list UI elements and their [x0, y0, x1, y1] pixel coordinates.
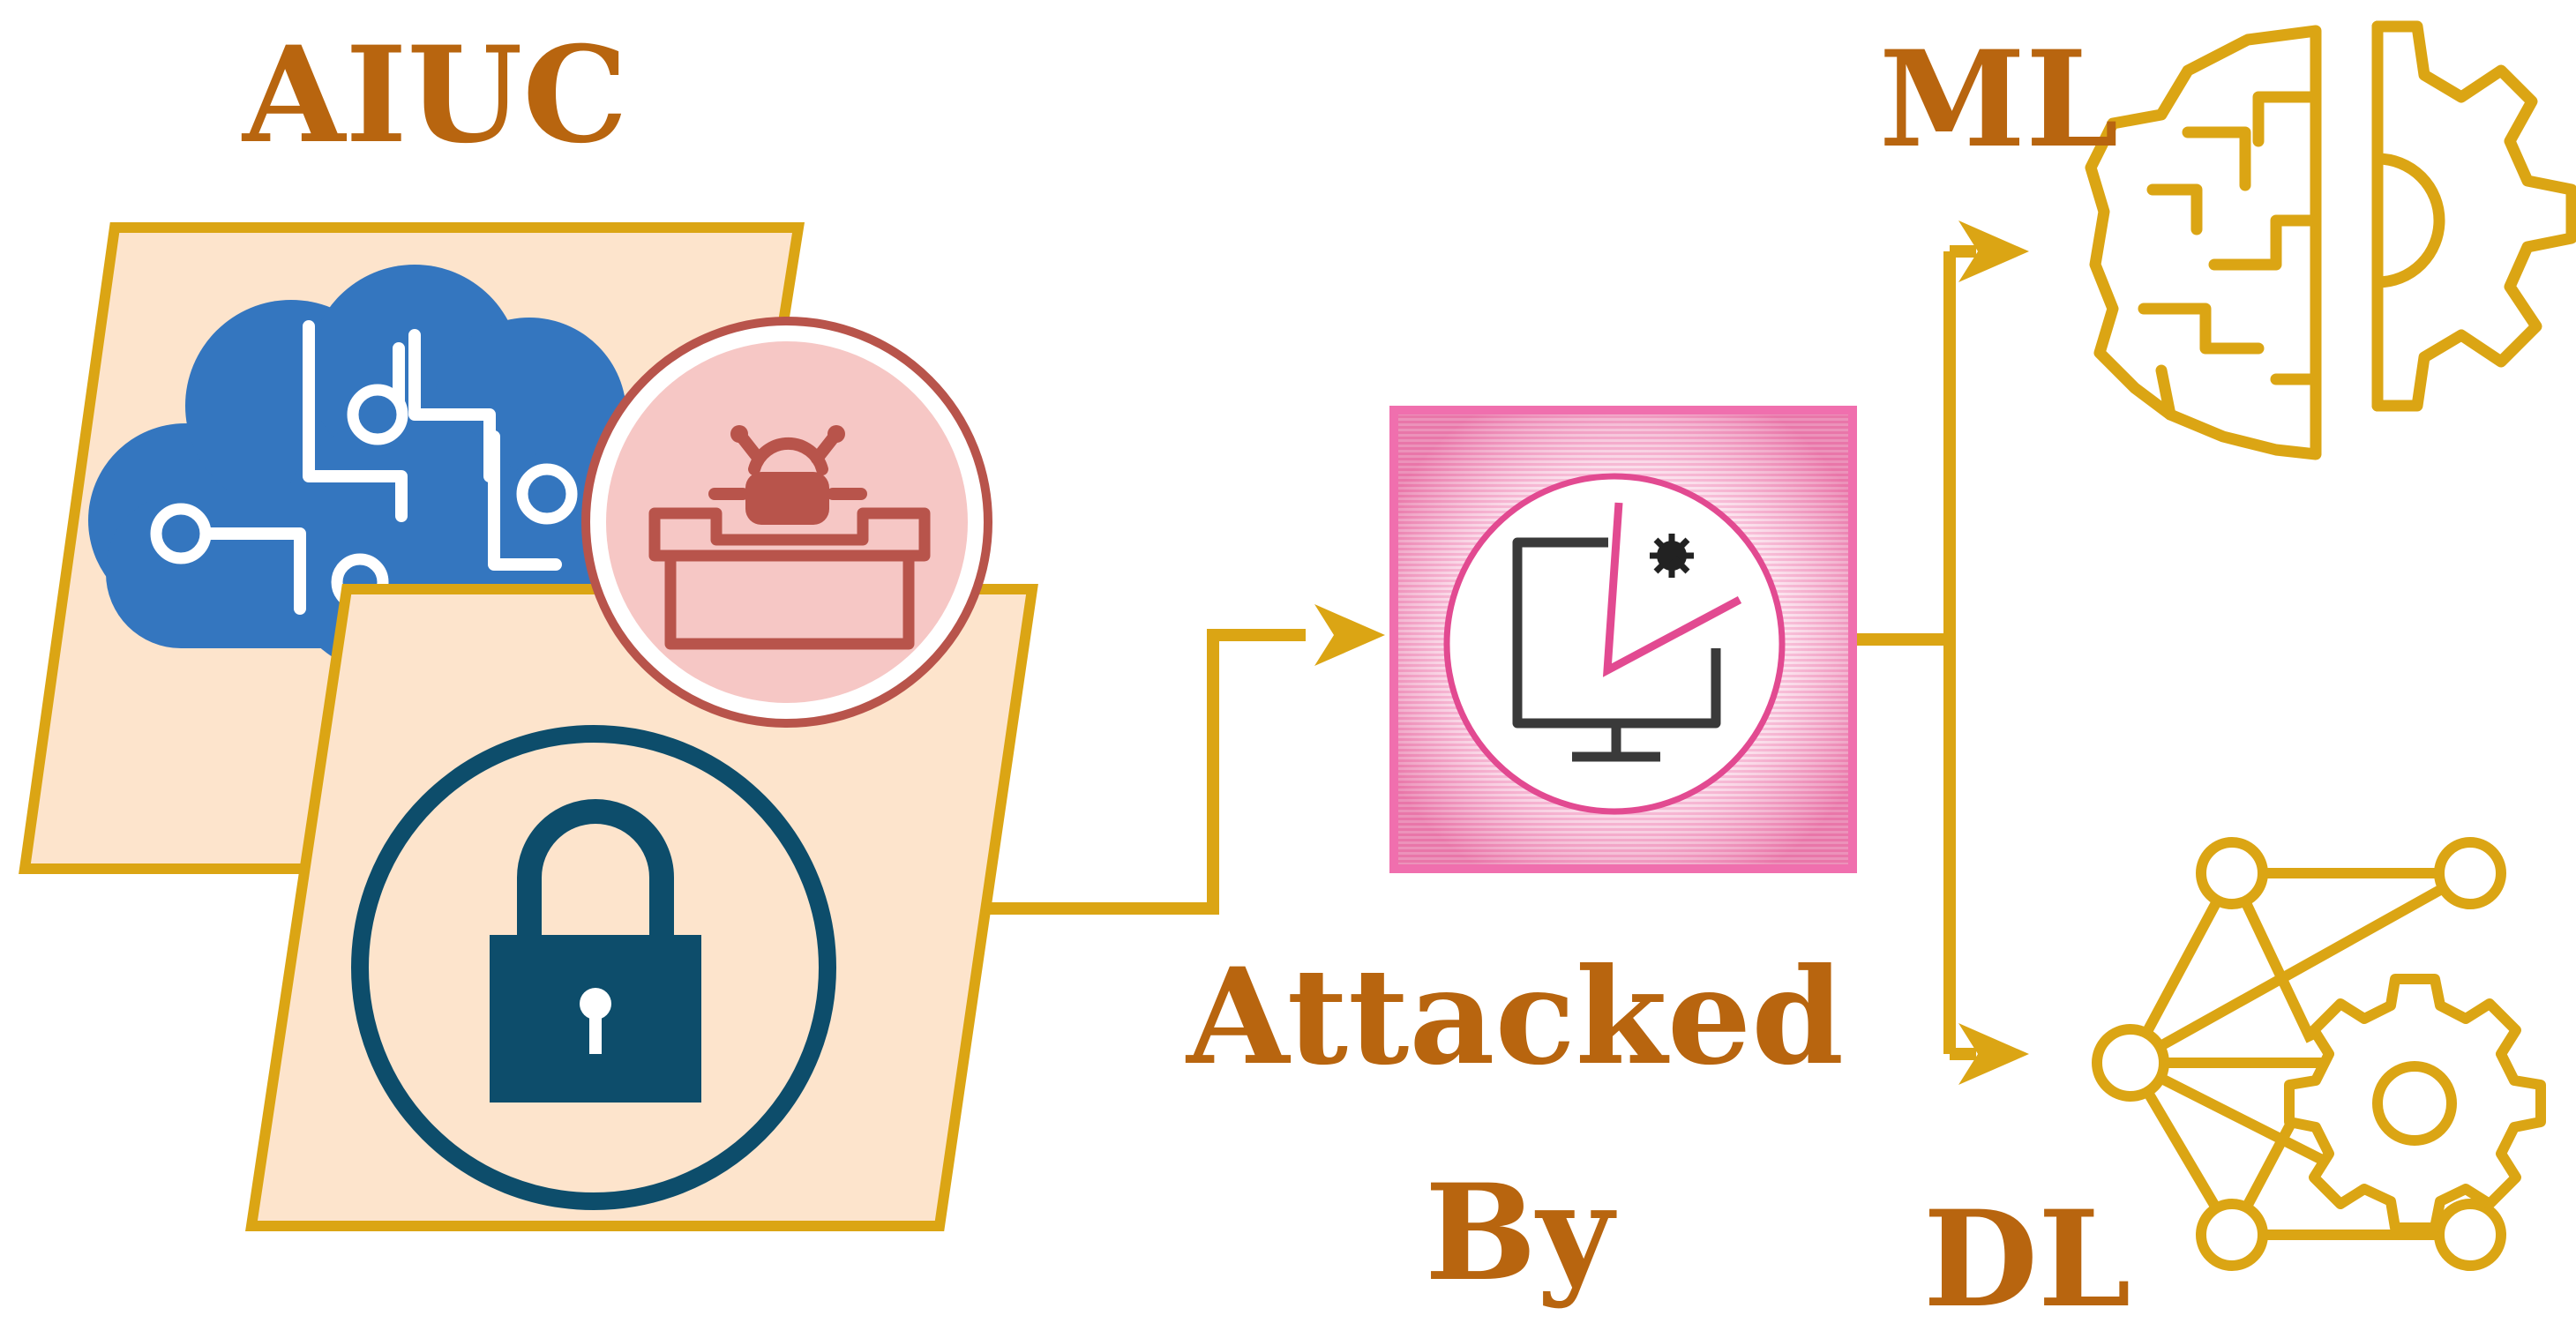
brain-gear-icon	[2085, 20, 2576, 460]
arrowhead-to-attack	[1314, 604, 1385, 666]
bug-in-box-icon	[581, 317, 992, 728]
neural-network-gear-icon	[2092, 837, 2546, 1271]
connector-aiuc-to-attack	[984, 629, 1306, 915]
padlock-icon	[351, 725, 836, 1210]
connector-attack-to-outputs	[1844, 245, 1976, 1060]
monitor-attack-icon	[1389, 406, 1857, 873]
attack-label-line2: By	[1425, 1155, 1614, 1311]
output-label-dl: DL	[1923, 1182, 2131, 1337]
arrowhead-to-dl	[1958, 1023, 2029, 1085]
virus-burst-icon	[1650, 534, 1694, 578]
output-label-ml: ML	[1879, 22, 2119, 177]
diagram-title: AIUC	[243, 18, 628, 173]
arrowhead-to-ml	[1958, 221, 2029, 282]
attack-label-line1: Attacked	[1187, 939, 1845, 1095]
